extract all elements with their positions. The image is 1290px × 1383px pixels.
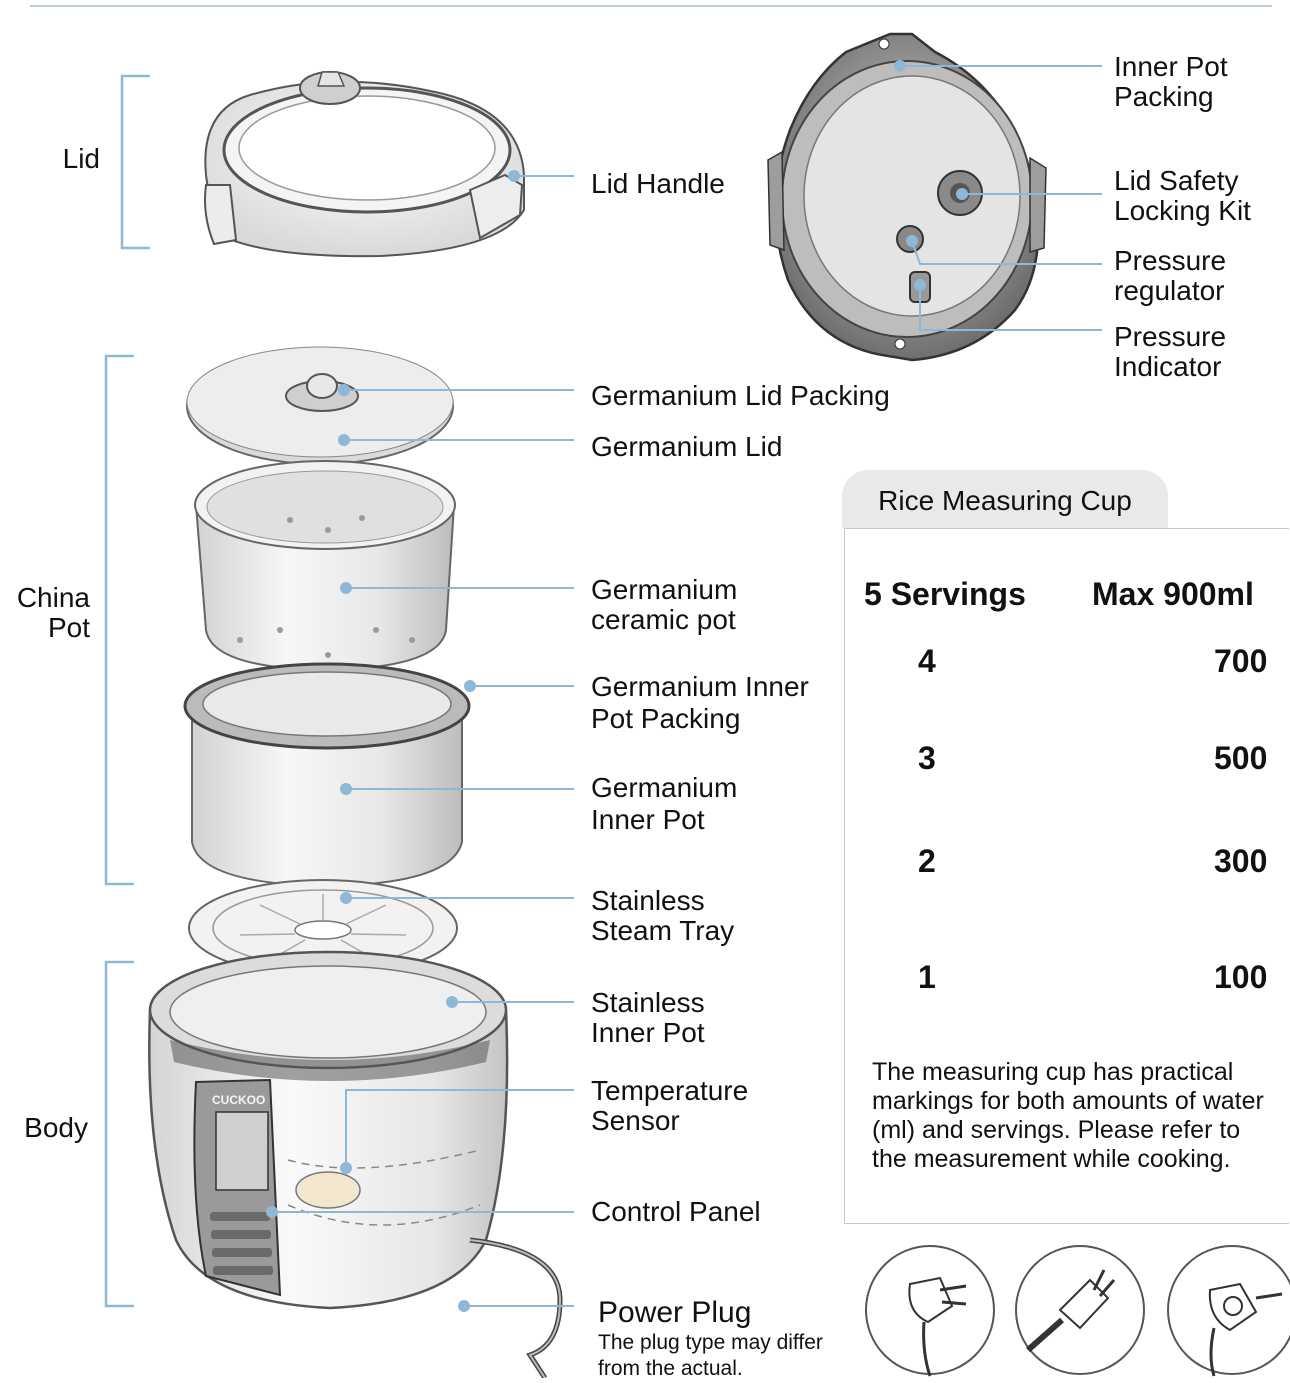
lid-handle-label: Lid Handle	[591, 168, 725, 199]
germanium-ceramic-pot-label: Germanium ceramic pot	[591, 574, 738, 635]
stainless-steam-tray-label: Stainless Steam Tray	[591, 885, 735, 946]
ml-mark-700: 700	[1214, 643, 1268, 679]
power-plug-label: Power Plug	[598, 1296, 752, 1329]
serving-mark-1: 1	[918, 959, 936, 995]
leader-lines	[266, 60, 1102, 1312]
cooker-body-illustration: CUCKOO	[148, 950, 563, 1380]
lid-bracket	[120, 74, 150, 250]
ml-mark-300: 300	[1214, 843, 1268, 879]
lid-group-label: Lid	[62, 143, 100, 174]
ml-max-label: Max 900ml	[1092, 576, 1254, 612]
ml-mark-100: 100	[1214, 959, 1268, 995]
steam-tray-illustration	[188, 879, 458, 977]
stainless-inner-pot-label: Stainless Inner Pot	[591, 987, 705, 1048]
germanium-inner-pot-packing-label: Germanium Inner Pot Packing	[591, 671, 809, 734]
serving-mark-3: 3	[918, 740, 936, 776]
measuring-cup-note: The measuring cup has practical markings…	[872, 1058, 1264, 1173]
pressure-indicator-label: Pressure Indicator	[1114, 321, 1227, 382]
us-plug-icon	[1015, 1245, 1145, 1375]
power-plug-note: The plug type may differ from the actual…	[598, 1331, 823, 1380]
measuring-cup-tab: Rice Measuring Cup	[842, 470, 1168, 528]
germanium-ceramic-pot-illustration	[194, 460, 456, 672]
germanium-lid-packing-label: Germanium Lid Packing	[591, 380, 890, 411]
temperature-sensor-label: Temperature Sensor	[591, 1075, 749, 1136]
inner-pot-packing-label: Inner Pot Packing	[1114, 51, 1228, 112]
germanium-inner-pot-illustration	[183, 662, 471, 888]
brand-logo: CUCKOO	[212, 1093, 265, 1107]
body-group-label: Body	[24, 1112, 88, 1143]
ml-mark-500: 500	[1214, 740, 1268, 776]
body-bracket	[104, 960, 134, 1308]
serving-mark-4: 4	[918, 643, 936, 679]
serving-mark-2: 2	[918, 843, 936, 879]
uk-plug-icon	[865, 1245, 995, 1377]
germanium-lid-illustration	[186, 346, 454, 465]
germanium-lid-label: Germanium Lid	[591, 431, 783, 462]
measuring-cup-panel	[844, 528, 1289, 1224]
control-panel-label: Control Panel	[591, 1196, 761, 1227]
germanium-inner-pot-label: Germanium Inner Pot	[591, 772, 738, 835]
lid-illustration	[204, 71, 525, 258]
servings-max-label: 5 Servings	[864, 576, 1026, 612]
china-pot-group-label: China Pot	[16, 582, 90, 643]
lid-underside-illustration	[767, 32, 1047, 362]
group-brackets	[104, 74, 150, 1308]
pressure-regulator-label: Pressure regulator	[1114, 245, 1227, 306]
china-pot-bracket	[104, 354, 134, 886]
eu-plug-icon	[1167, 1245, 1290, 1377]
lid-safety-locking-kit-label: Lid Safety Locking Kit	[1114, 165, 1251, 226]
